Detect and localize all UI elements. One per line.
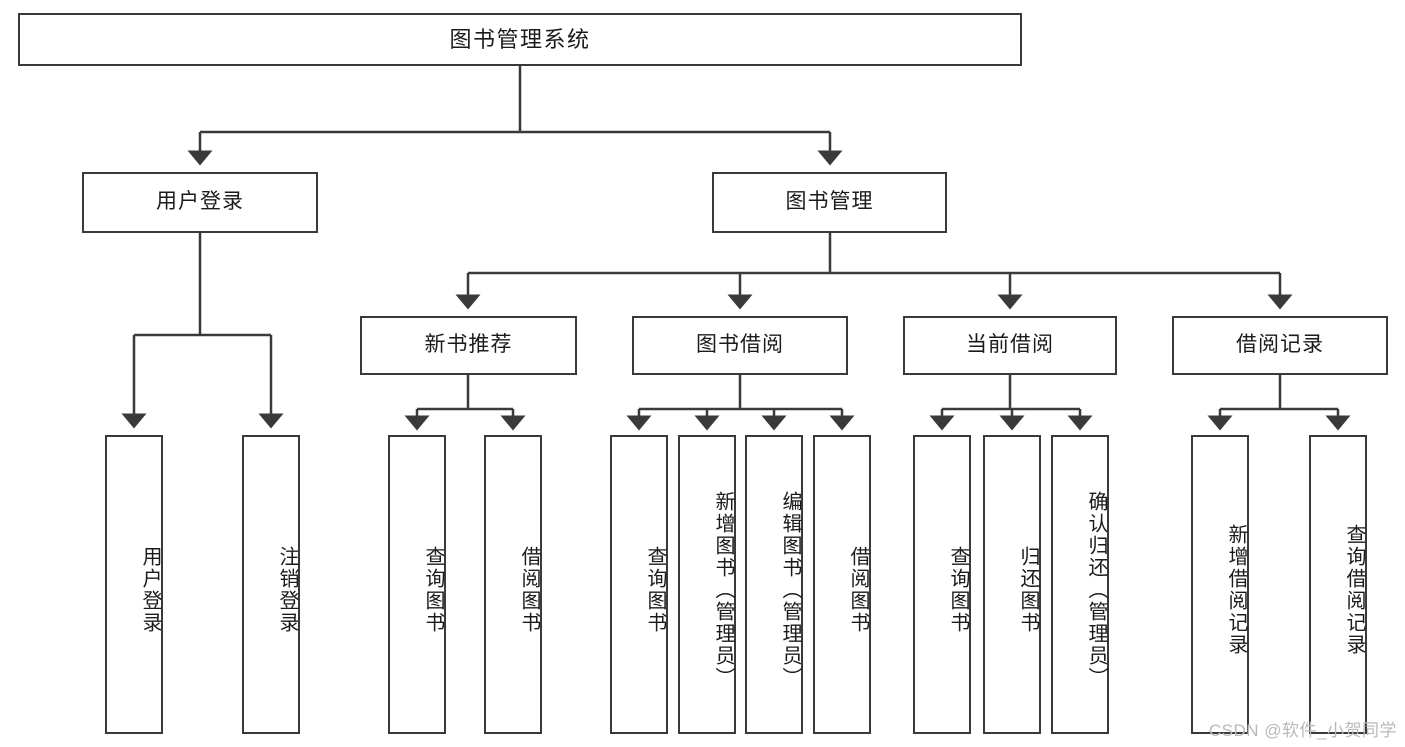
node-leaf-logout-login[interactable]: 注销登录 — [242, 435, 300, 734]
node-leaf-query-book-current[interactable]: 查询图书 — [913, 435, 971, 734]
node-leaf-edit-book-admin[interactable]: 编辑图书（管理员） — [745, 435, 803, 734]
node-label: 图书管理 — [785, 190, 874, 214]
node-book-management[interactable]: 图书管理 — [712, 172, 947, 233]
node-root-system[interactable]: 图书管理系统 — [18, 13, 1022, 66]
node-leaf-user-login[interactable]: 用户登录 — [105, 435, 163, 734]
node-leaf-add-book-admin[interactable]: 新增图书（管理员） — [678, 435, 736, 734]
node-user-login[interactable]: 用户登录 — [82, 172, 318, 233]
node-label: 借阅图书 — [518, 545, 540, 634]
node-leaf-query-borrow-record[interactable]: 查询借阅记录 — [1309, 435, 1367, 734]
node-label: 借阅图书 — [847, 545, 869, 634]
node-leaf-borrow-book[interactable]: 借阅图书 — [813, 435, 871, 734]
node-leaf-query-book-borrow[interactable]: 查询图书 — [610, 435, 668, 734]
node-label: 查询图书 — [947, 545, 969, 634]
node-label: 归还图书 — [1017, 545, 1039, 634]
node-current-borrow[interactable]: 当前借阅 — [903, 316, 1117, 375]
node-leaf-query-book-recommend[interactable]: 查询图书 — [388, 435, 446, 734]
node-label: 编辑图书（管理员） — [779, 490, 801, 689]
node-label: 当前借阅 — [966, 333, 1054, 357]
watermark-text: CSDN @软件_小贺同学 — [1208, 721, 1397, 740]
node-label: 图书借阅 — [696, 333, 784, 357]
node-label: 新书推荐 — [424, 333, 513, 357]
node-label: 新增借阅记录 — [1225, 523, 1247, 656]
node-leaf-add-borrow-record[interactable]: 新增借阅记录 — [1191, 435, 1249, 734]
node-book-borrow[interactable]: 图书借阅 — [632, 316, 848, 375]
node-label: 借阅记录 — [1236, 333, 1324, 357]
node-label: 确认归还（管理员） — [1085, 490, 1107, 689]
node-label: 查询图书 — [644, 545, 666, 634]
node-label: 用户登录 — [139, 545, 161, 634]
node-leaf-confirm-return-admin[interactable]: 确认归还（管理员） — [1051, 435, 1109, 734]
node-label: 用户登录 — [156, 190, 244, 214]
node-leaf-return-book[interactable]: 归还图书 — [983, 435, 1041, 734]
node-label: 图书管理系统 — [449, 26, 591, 52]
node-label: 查询借阅记录 — [1343, 523, 1365, 656]
node-new-book-recommend[interactable]: 新书推荐 — [360, 316, 577, 375]
node-label: 注销登录 — [276, 545, 298, 634]
node-borrow-record[interactable]: 借阅记录 — [1172, 316, 1388, 375]
node-leaf-borrow-book-recommend[interactable]: 借阅图书 — [484, 435, 542, 734]
node-label: 查询图书 — [422, 545, 444, 634]
node-label: 新增图书（管理员） — [712, 490, 734, 689]
